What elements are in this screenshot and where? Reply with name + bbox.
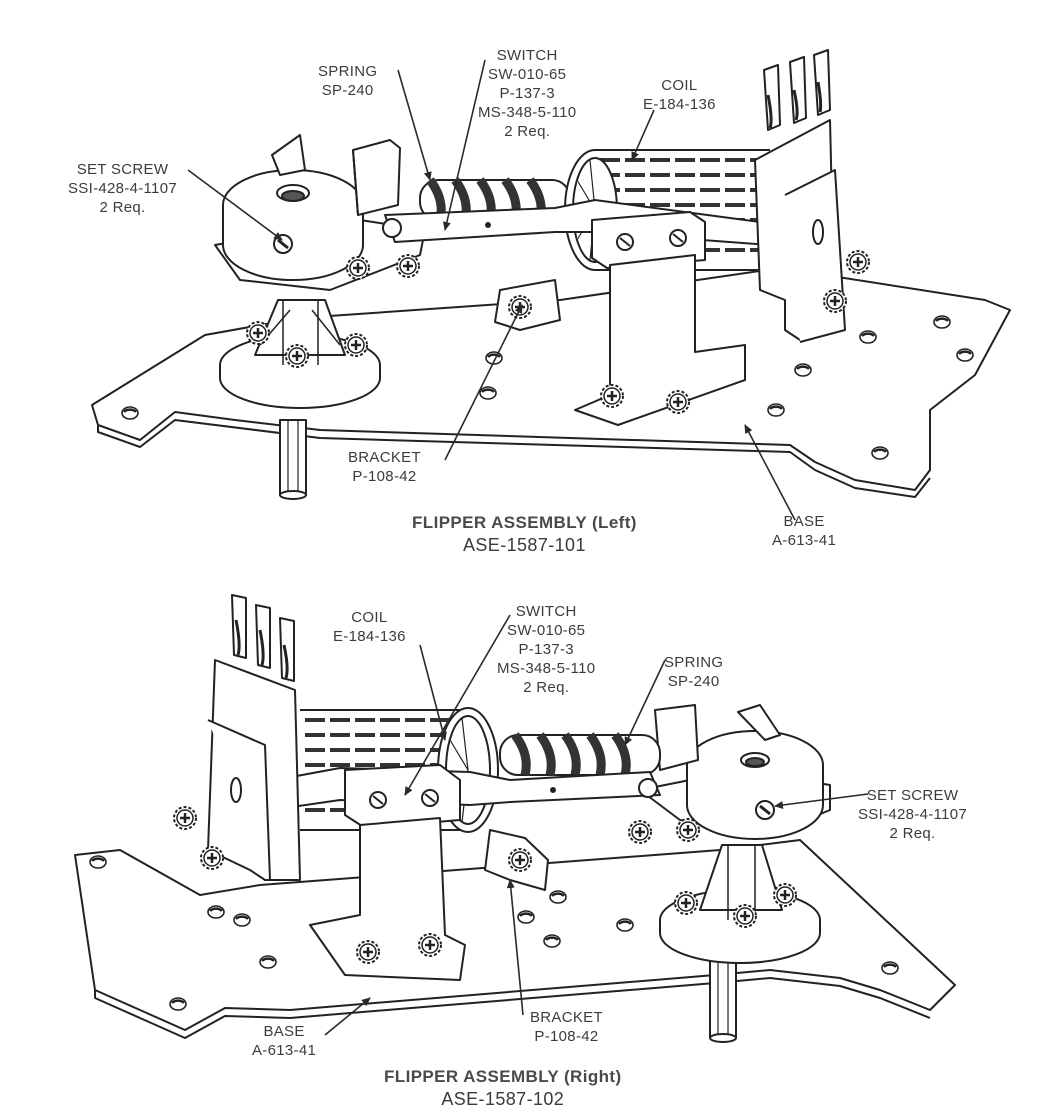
left-stop-blocks — [271, 134, 401, 216]
leader-left-spring — [397, 69, 432, 181]
callout-left-base: BASE A-613-41 — [772, 513, 837, 549]
leader-right-spring — [624, 659, 666, 746]
callout-left-switch: SWITCH SW-010-65 P-137-3 MS-348-5-110 2 … — [478, 47, 577, 140]
left-pivot-shaft — [279, 419, 307, 500]
left-switch-block — [591, 211, 706, 269]
left-pivot-post — [219, 299, 381, 409]
leader-lines — [187, 59, 869, 1036]
leader-left-coil — [631, 109, 655, 161]
right-coil-bracket — [309, 817, 466, 981]
left-small-bracket — [494, 279, 561, 331]
right-switch-block — [344, 764, 461, 829]
callout-left-set-screw: SET SCREW SSI-428-4-1107 2 Req. — [68, 161, 177, 216]
right-link-arm — [274, 767, 661, 809]
leader-right-set-screw — [774, 793, 869, 809]
leader-left-switch — [442, 59, 486, 231]
right-spring — [499, 732, 661, 777]
callout-left-bracket: BRACKET P-108-42 — [348, 449, 421, 485]
left-terminal-bracket — [754, 49, 871, 343]
leader-right-bracket — [506, 879, 524, 1016]
right-frame-screws — [627, 817, 701, 845]
callout-right-switch: SWITCH SW-010-65 P-137-3 MS-348-5-110 2 … — [497, 603, 596, 696]
callout-right-base: BASE A-613-41 — [252, 1023, 317, 1059]
callout-right-bracket: BRACKET P-108-42 — [530, 1009, 603, 1045]
leader-left-bracket — [444, 304, 523, 461]
right-assembly-title: FLIPPER ASSEMBLY (Right) ASE-1587-102 — [384, 1067, 622, 1109]
right-small-bracket — [484, 829, 549, 891]
callout-right-coil: COIL E-184-136 — [333, 609, 406, 645]
leader-right-base — [324, 997, 371, 1036]
left-assembly-title: FLIPPER ASSEMBLY (Left) ASE-1587-101 — [412, 513, 637, 555]
callout-right-spring: SPRING SP-240 — [664, 654, 724, 690]
leader-right-coil — [419, 644, 447, 741]
right-pivot-post — [659, 844, 821, 964]
leader-left-base — [744, 424, 796, 521]
left-coil-bracket — [574, 254, 746, 426]
right-stop-blocks — [654, 704, 781, 771]
leader-left-set-screw — [187, 169, 283, 241]
right-terminal-bracket — [172, 594, 301, 881]
right-pivot-shaft — [709, 959, 737, 1043]
right-collar — [639, 730, 831, 840]
callout-left-coil: COIL E-184-136 — [643, 77, 716, 113]
leader-right-switch — [404, 614, 511, 796]
callout-left-spring: SPRING SP-240 — [318, 63, 378, 99]
callout-right-set-screw: SET SCREW SSI-428-4-1107 2 Req. — [858, 787, 967, 842]
